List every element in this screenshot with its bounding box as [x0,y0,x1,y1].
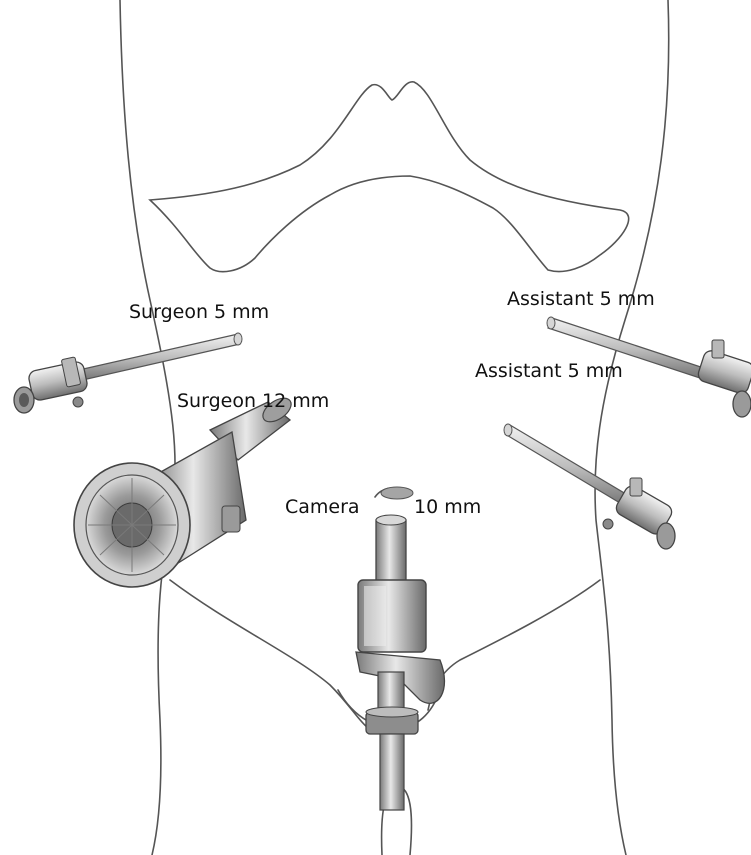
left-flank-line [120,0,175,855]
label-surgeon-5mm: Surgeon 5 mm [129,303,269,322]
label-surgeon-12mm: Surgeon 12 mm [177,392,329,411]
label-assistant-5mm-upper: Assistant 5 mm [507,290,655,309]
label-camera: Camera [285,498,360,517]
left-groin-line [170,580,368,728]
label-assistant-5mm-lower: Assistant 5 mm [475,362,623,381]
rib-cage-line [150,82,629,272]
camera-10mm-trocar [356,487,444,810]
right-flank-line [595,0,669,855]
surgeon-12mm-trocar [74,393,295,587]
right-groin-line [428,580,600,710]
assistant-5mm-trocar-lower [504,424,675,549]
label-camera-10mm: 10 mm [414,498,481,517]
